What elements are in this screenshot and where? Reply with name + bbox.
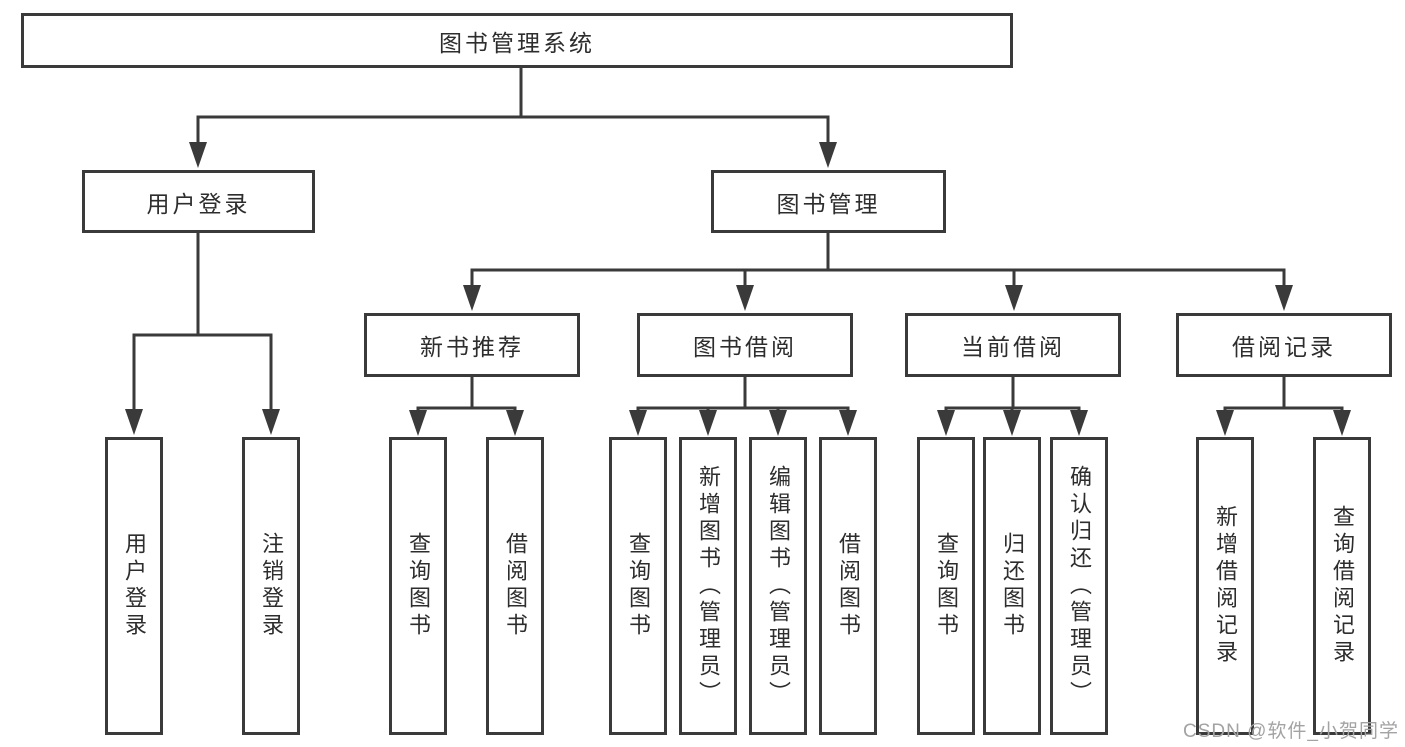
node-leaf-logout-label: 注销登录 bbox=[259, 532, 284, 640]
connector-root-to-level2 bbox=[189, 68, 837, 168]
node-leaf-edit-books-admin-label: 编辑图书（管理员） bbox=[766, 464, 791, 708]
connector-new-books-to-leaves bbox=[409, 377, 524, 436]
node-leaf-borrow-books: 借阅图书 bbox=[819, 437, 877, 735]
node-leaf-add-books-admin: 新增图书（管理员） bbox=[679, 437, 737, 735]
node-leaf-add-borrow-record-label: 新增借阅记录 bbox=[1213, 505, 1238, 667]
node-leaf-add-borrow-record: 新增借阅记录 bbox=[1196, 437, 1254, 735]
node-leaf-query-books-current: 查询图书 bbox=[917, 437, 975, 735]
connector-borrow-records-to-leaves bbox=[1216, 377, 1351, 436]
node-user-login: 用户登录 bbox=[82, 170, 315, 233]
node-new-book-recommend-label: 新书推荐 bbox=[420, 334, 524, 360]
node-leaf-query-borrow-record-label: 查询借阅记录 bbox=[1330, 505, 1355, 667]
node-current-borrow-label: 当前借阅 bbox=[961, 334, 1065, 360]
node-leaf-return-books-label: 归还图书 bbox=[1000, 532, 1025, 640]
node-new-book-recommend: 新书推荐 bbox=[364, 313, 580, 377]
node-library-management-system: 图书管理系统 bbox=[21, 13, 1013, 68]
node-leaf-user-login: 用户登录 bbox=[105, 437, 163, 735]
node-borrow-records-label: 借阅记录 bbox=[1232, 334, 1336, 360]
node-leaf-confirm-return-admin: 确认归还（管理员） bbox=[1050, 437, 1108, 735]
node-leaf-add-books-admin-label: 新增图书（管理员） bbox=[696, 464, 721, 708]
node-current-borrow: 当前借阅 bbox=[905, 313, 1121, 377]
node-leaf-borrow-books-label: 借阅图书 bbox=[836, 532, 861, 640]
node-leaf-logout: 注销登录 bbox=[242, 437, 300, 735]
node-leaf-query-books-borrow-label: 查询图书 bbox=[626, 532, 651, 640]
node-leaf-borrow-books-recommend-label: 借阅图书 bbox=[503, 532, 528, 640]
node-leaf-confirm-return-admin-label: 确认归还（管理员） bbox=[1067, 464, 1092, 708]
node-leaf-borrow-books-recommend: 借阅图书 bbox=[486, 437, 544, 735]
connector-book-borrow-to-leaves bbox=[629, 377, 857, 436]
node-book-management: 图书管理 bbox=[711, 170, 946, 233]
node-book-borrow-label: 图书借阅 bbox=[693, 334, 797, 360]
connector-user-login-to-leaves bbox=[125, 233, 280, 435]
connector-book-mgmt-to-level3 bbox=[463, 233, 1293, 311]
node-user-login-label: 用户登录 bbox=[146, 190, 251, 217]
node-borrow-records: 借阅记录 bbox=[1176, 313, 1392, 377]
node-leaf-edit-books-admin: 编辑图书（管理员） bbox=[749, 437, 807, 735]
node-leaf-query-books-recommend-label: 查询图书 bbox=[406, 532, 431, 640]
node-leaf-query-books-borrow: 查询图书 bbox=[609, 437, 667, 735]
node-leaf-query-borrow-record: 查询借阅记录 bbox=[1313, 437, 1371, 735]
node-leaf-query-books-current-label: 查询图书 bbox=[934, 532, 959, 640]
node-book-borrow: 图书借阅 bbox=[637, 313, 853, 377]
node-leaf-return-books: 归还图书 bbox=[983, 437, 1041, 735]
node-leaf-user-login-label: 用户登录 bbox=[122, 532, 147, 640]
connector-current-borrow-to-leaves bbox=[937, 377, 1088, 436]
node-book-management-label: 图书管理 bbox=[776, 190, 881, 217]
node-leaf-query-books-recommend: 查询图书 bbox=[389, 437, 447, 735]
csdn-watermark: CSDN @软件_小贺同学 bbox=[1183, 721, 1399, 742]
node-library-management-system-label: 图书管理系统 bbox=[439, 29, 595, 56]
